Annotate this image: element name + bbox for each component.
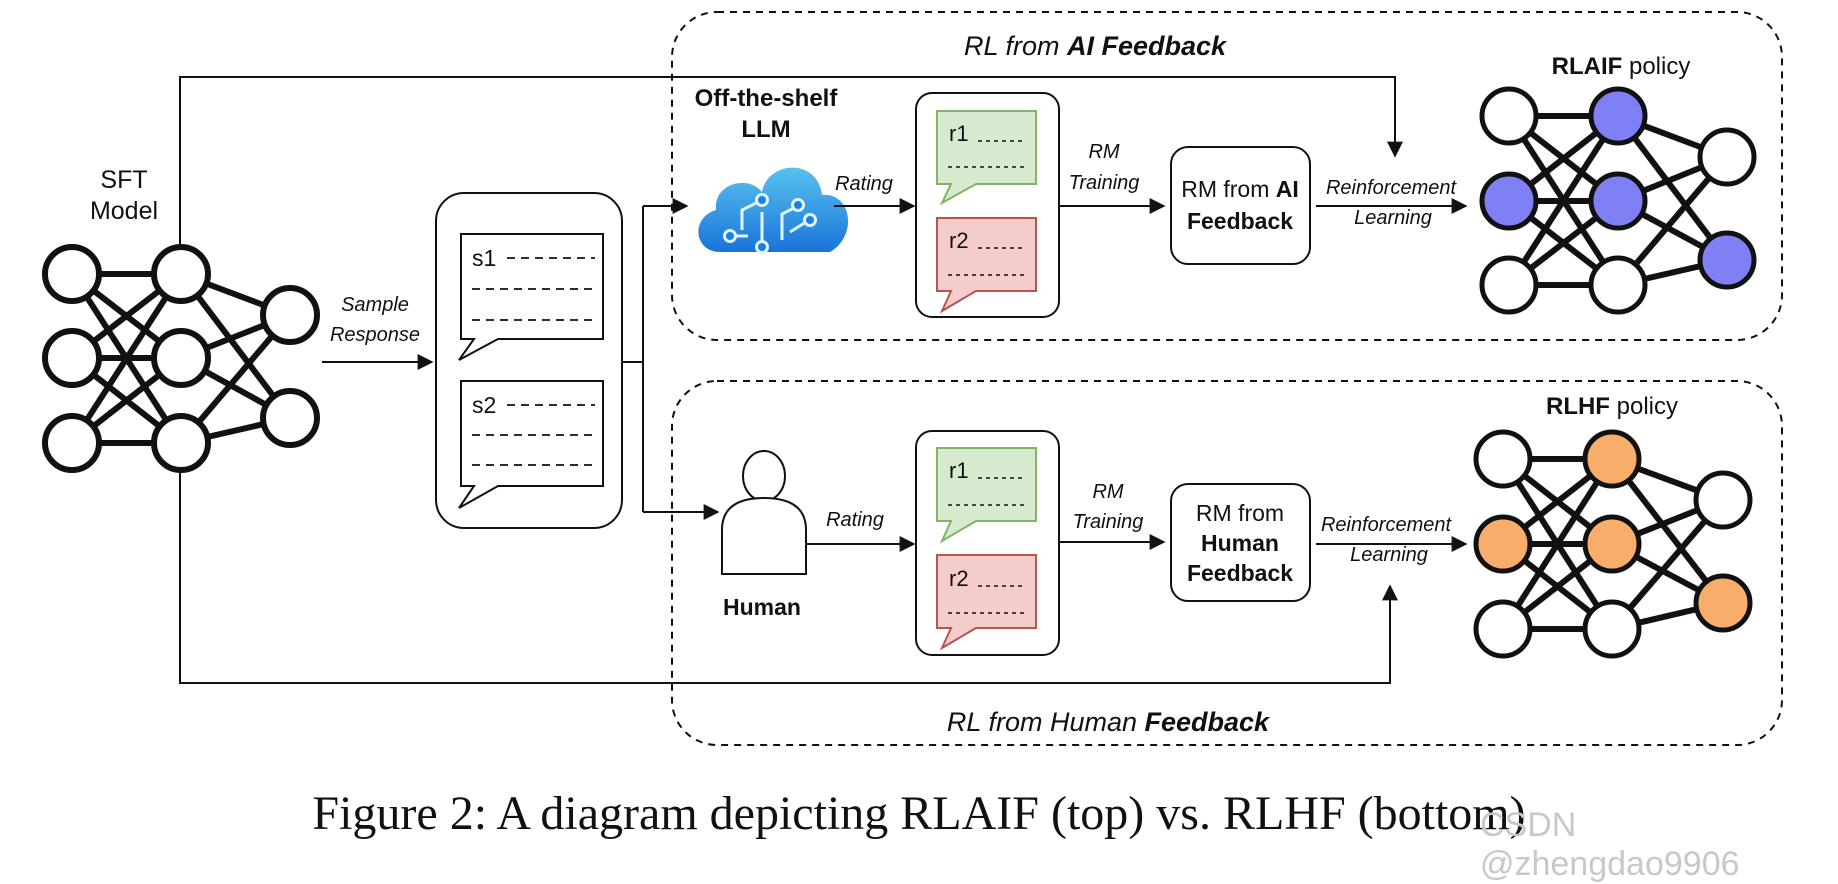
rm-human-feedback-label: Feedback (1187, 560, 1293, 586)
response-s1-label: s1 (472, 245, 496, 271)
sft-model-label-2: Model (90, 197, 158, 225)
rm-human-label: Human (1201, 530, 1279, 556)
response-s2-bubble (458, 380, 604, 509)
response-s2-label: s2 (472, 392, 496, 418)
rlhf-policy-nodes (1473, 429, 1753, 659)
rlaif-policy-label: RLAIF policy (1552, 53, 1691, 80)
rlaif-rm-label: RM (1088, 141, 1119, 163)
sft-to-rlhf-loop-arrow (179, 473, 1398, 684)
rm-from-label: RM from (1196, 500, 1284, 526)
sample-label: Sample (341, 294, 409, 316)
rlhf-policy-label: RLHF policy (1546, 393, 1678, 420)
rlaif-r1-label: r1 (949, 121, 969, 146)
rm-ai-feedback-label: Feedback (1187, 208, 1293, 234)
llm-label-2: LLM (741, 116, 790, 143)
human-label: Human (723, 594, 801, 620)
response-label: Response (330, 324, 420, 346)
rm-from-human-feedback-box (1170, 483, 1311, 602)
rlaif-policy-nodes (1479, 86, 1757, 315)
rlaif-section-box (671, 11, 1783, 341)
cloud-llm-icon (698, 167, 849, 254)
rlaif-r2-bubble (936, 217, 1037, 314)
rlhf-r2-bubble (936, 554, 1037, 651)
rlhf-training-label: Training (1073, 511, 1144, 533)
figure-caption: Figure 2: A diagram depicting RLAIF (top… (312, 787, 1526, 840)
rlaif-r2-label: r2 (949, 228, 969, 253)
rlhf-r1-label: r1 (949, 458, 969, 483)
rlaif-rating-label: Rating (835, 173, 893, 195)
rlaif-section-title: RL from AI Feedback (964, 31, 1228, 61)
rlaif-training-label: Training (1069, 172, 1140, 194)
sft-model-network (42, 244, 320, 473)
rlhf-r1-bubble (936, 447, 1037, 544)
rlhf-r2-label: r2 (949, 566, 969, 591)
rlhf-section-box (671, 380, 1783, 746)
rlhf-rm-label: RM (1092, 481, 1123, 503)
rlhf-learning-label: Learning (1350, 544, 1428, 566)
sft-model-label: SFT (100, 166, 147, 194)
rlhf-section-title: RL from Human Feedback (947, 707, 1271, 737)
llm-label: Off-the-shelf (695, 85, 839, 112)
response-s1-bubble (458, 233, 604, 361)
rm-from-ai-feedback-box (1170, 146, 1311, 265)
rlaif-learning-label: Learning (1354, 207, 1432, 229)
rlaif-r1-bubble (936, 110, 1037, 206)
rlaif-reinforcement-label: Reinforcement (1326, 177, 1458, 199)
rlhf-rating-label: Rating (826, 509, 884, 531)
rm-from-ai-label: RM from AI (1181, 176, 1299, 202)
rlhf-reinforcement-label: Reinforcement (1321, 514, 1453, 536)
sft-to-rlaif-loop-arrow (179, 76, 1403, 244)
rlaif-vs-rlhf-diagram: RL from AI Feedback RL from Human Feedba… (42, 11, 1783, 746)
human-icon (721, 450, 807, 575)
csdn-watermark: CSDN @zhengdao9906 (1480, 806, 1740, 883)
